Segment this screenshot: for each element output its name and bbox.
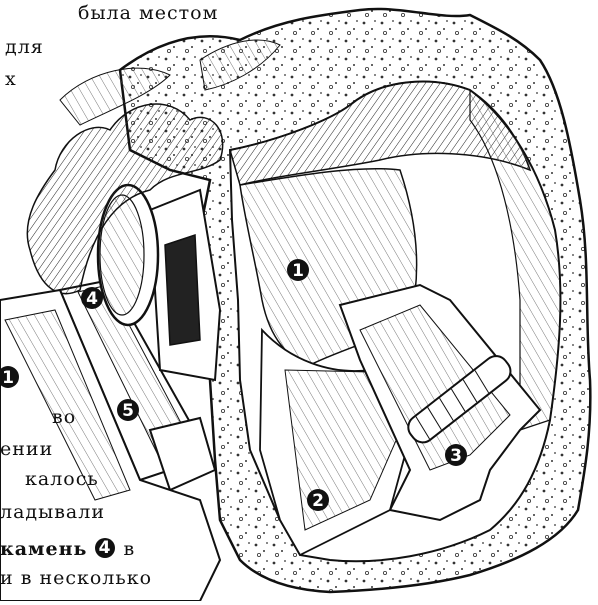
marker-4: 4 bbox=[81, 287, 103, 309]
marker-4-label: 4 bbox=[86, 289, 98, 309]
inline-marker-4: 4 bbox=[94, 537, 116, 559]
marker-2: 2 bbox=[307, 489, 329, 511]
text-line-3: х bbox=[5, 70, 17, 89]
text-line-1: была местом bbox=[78, 4, 218, 23]
entrance-block bbox=[150, 418, 215, 490]
text-line-9: и в несколько bbox=[0, 569, 152, 588]
text-line-2: для bbox=[5, 38, 44, 57]
marker-5-label: 5 bbox=[122, 401, 134, 421]
marker-2-label: 2 bbox=[312, 491, 324, 511]
text-line-8-after: в bbox=[124, 538, 136, 560]
text-line-6: калось bbox=[25, 470, 99, 489]
marker-5: 5 bbox=[117, 399, 139, 421]
text-line-7: ладывали bbox=[0, 503, 105, 522]
marker-3: 3 bbox=[445, 444, 467, 466]
text-line-4: во bbox=[52, 408, 76, 427]
text-line-8: камень 4 в bbox=[0, 537, 135, 559]
marker-1-label: 1 bbox=[292, 261, 304, 281]
inline-marker-4-label: 4 bbox=[99, 538, 112, 558]
marker-1: 1 bbox=[287, 259, 309, 281]
doorway-opening bbox=[165, 235, 200, 345]
text-line-5: ении bbox=[0, 440, 53, 459]
marker-3-label: 3 bbox=[450, 446, 462, 466]
text-marker-1-label: 1 bbox=[2, 368, 14, 388]
text-line-8-bold: камень bbox=[0, 538, 87, 560]
